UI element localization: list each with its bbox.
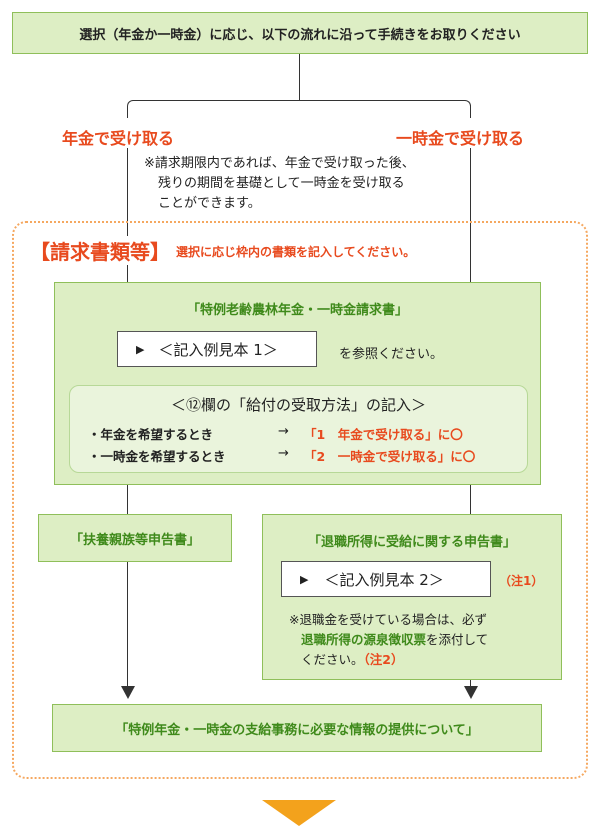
pension-claim-form-title: 「特例老齢農林年金・一時金請求書」 [186, 303, 408, 318]
connector-right-mid [470, 485, 471, 515]
arrowhead-left [121, 686, 135, 699]
note-2-ref: （注2） [363, 652, 404, 667]
claims-dotted-frame [12, 221, 588, 779]
dependents-declaration-box: 「扶養親族等申告書」 [38, 514, 232, 562]
method-row-lump-value: 「2 一時金で受け取る」に〇 [304, 449, 476, 464]
triangle-right-icon: ▶ [300, 572, 309, 586]
method-row-lump-arrow: → [278, 446, 289, 461]
sample-1-label: ＜記入例見本 1＞ [158, 340, 278, 359]
method-row-pension-label: ・年金を希望するとき [88, 427, 214, 442]
arrowhead-right [464, 686, 478, 699]
retirement-note-line-3-text: ください。 [301, 652, 364, 667]
note-line-2: 残りの期間を基礎として一時金を受け取る [158, 176, 405, 191]
connector-branch [127, 100, 471, 118]
receiving-method-title: ＜⑫欄の「給付の受取方法」の記入＞ [170, 396, 426, 414]
sample-2-link[interactable]: ▶ ＜記入例見本 2＞ [281, 561, 491, 597]
connector-left-vertical [127, 148, 128, 283]
retirement-note-line-1: ※退職金を受けている場合は、必ず [289, 612, 487, 627]
receiving-method-panel: ＜⑫欄の「給付の受取方法」の記入＞ ・年金を希望するとき → 「1 年金で受け取… [69, 385, 528, 473]
method-row-lump-label: ・一時金を希望するとき [88, 449, 226, 464]
retirement-income-box: 「退職所得に受給に関する申告書」 ▶ ＜記入例見本 2＞ （注1） ※退職金を受… [262, 514, 562, 680]
connector-right-bottom [470, 680, 471, 686]
sample-1-link[interactable]: ▶ ＜記入例見本 1＞ [117, 331, 317, 367]
branch-label-lump-sum: 一時金で受け取る [396, 129, 525, 148]
claims-title: 【請求書類等】 [30, 236, 170, 265]
down-arrow-icon [262, 800, 336, 826]
branch-label-pension: 年金で受け取る [62, 129, 175, 148]
dependents-declaration-title: 「扶養親族等申告書」 [69, 532, 200, 548]
connector-top-vertical [299, 54, 300, 101]
sample-1-suffix: を参照ください。 [339, 347, 444, 362]
method-row-pension-value: 「1 年金で受け取る」に〇 [304, 427, 463, 442]
retirement-note-line-2: 退職所得の源泉徴収票を添付して [301, 629, 488, 648]
note-line-1: ※請求期限内であれば、年金で受け取った後、 [144, 156, 415, 171]
method-row-pension-arrow: → [278, 424, 289, 439]
retirement-note-line-3: ください。（注2） [301, 649, 403, 668]
note-line-3: ことができます。 [158, 196, 261, 211]
claims-instruction: 選択に応じ枠内の書類を記入してください。 [176, 245, 416, 259]
connector-left-bottom [127, 562, 128, 686]
sample-2-label: ＜記入例見本 2＞ [324, 570, 444, 589]
note-1-ref: （注1） [499, 574, 544, 588]
retirement-note-line-2-rest: を添付して [426, 632, 489, 647]
retirement-income-title: 「退職所得に受給に関する申告書」 [307, 535, 516, 550]
connector-right-vertical [470, 148, 471, 283]
info-provision-title: 「特例年金・一時金の支給事務に必要な情報の提供について」 [115, 722, 479, 738]
triangle-right-icon: ▶ [136, 342, 145, 356]
top-instruction-box: 選択（年金か一時金）に応じ、以下の流れに沿って手続きをお取りください [12, 12, 588, 54]
top-instruction-text: 選択（年金か一時金）に応じ、以下の流れに沿って手続きをお取りください [79, 27, 521, 43]
withholding-slip-text: 退職所得の源泉徴収票 [301, 632, 427, 647]
info-provision-box: 「特例年金・一時金の支給事務に必要な情報の提供について」 [52, 704, 542, 752]
connector-left-mid [127, 485, 128, 515]
pension-claim-form-box: 「特例老齢農林年金・一時金請求書」 ▶ ＜記入例見本 1＞ を参照ください。 ＜… [54, 282, 541, 485]
